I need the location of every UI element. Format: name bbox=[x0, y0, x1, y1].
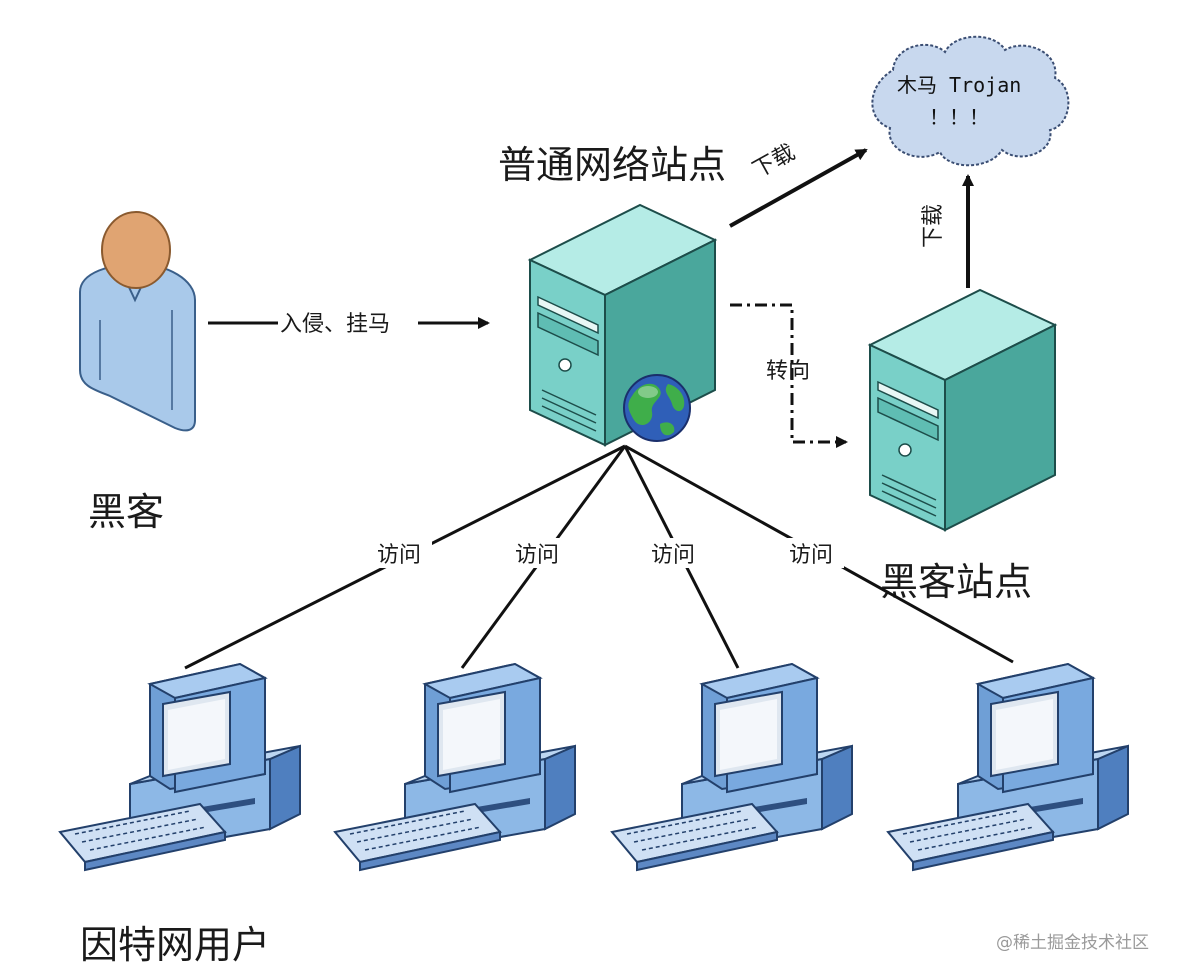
visit-label-4: 访问 bbox=[789, 543, 833, 568]
visit-label-bgs bbox=[374, 538, 844, 568]
download-arrow-normal bbox=[729, 148, 868, 228]
user-computer-icon bbox=[334, 663, 576, 871]
visit-label-1: 访问 bbox=[377, 543, 421, 568]
user-computer-icon bbox=[59, 663, 301, 871]
globe-icon bbox=[623, 374, 691, 442]
visit-label-2: 访问 bbox=[515, 543, 559, 568]
download-label-normal: 下载 bbox=[749, 140, 800, 183]
hacker-site-server-icon bbox=[869, 289, 1056, 531]
visit-label-3: 访问 bbox=[651, 543, 695, 568]
redirect-arrow bbox=[730, 303, 848, 448]
trojan-label: 木马 Trojan bbox=[897, 73, 1021, 97]
user-computer-icon bbox=[887, 663, 1129, 871]
download-label-hacker: 下载 bbox=[921, 204, 946, 248]
user-computer-icon bbox=[611, 663, 853, 871]
normal-site-label: 普通网络站点 bbox=[498, 143, 726, 187]
watermark: @稀土掘金技术社区 bbox=[996, 933, 1149, 953]
users-label: 因特网用户 bbox=[80, 923, 270, 967]
hacker-label: 黑客 bbox=[88, 490, 164, 534]
hacker-person-icon bbox=[79, 211, 196, 432]
redirect-label: 转向 bbox=[766, 359, 810, 384]
intrude-label: 入侵、挂马 bbox=[280, 312, 390, 337]
hacker-site-label: 黑客站点 bbox=[880, 560, 1032, 604]
trojan-cloud-icon bbox=[871, 35, 1070, 167]
trojan-exclaim: ！！！ bbox=[929, 105, 989, 129]
